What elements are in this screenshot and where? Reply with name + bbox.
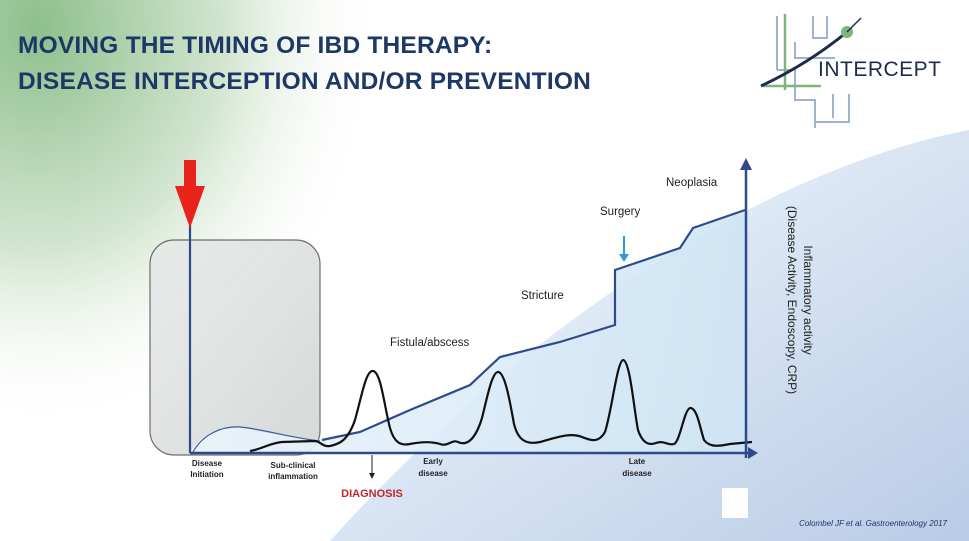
y-axis-arrowhead <box>740 158 752 170</box>
page-title: MOVING THE TIMING OF IBD THERAPY: DISEAS… <box>18 28 591 100</box>
diagnosis-arrow-icon <box>369 455 375 479</box>
label-early-line1: Early <box>423 457 443 466</box>
surgery-arrow-icon <box>619 236 629 262</box>
label-neoplasia: Neoplasia <box>666 177 718 189</box>
label-subclinical-line2: inflammation <box>268 472 318 481</box>
inflammatory-activity-curve <box>249 358 753 453</box>
interception-window-box <box>149 239 321 456</box>
page-title-line1: MOVING THE TIMING OF IBD THERAPY: <box>18 32 493 59</box>
label-disease-initiation-line2: Initiation <box>190 470 223 479</box>
label-late-line1: Late <box>629 457 646 466</box>
label-subclinical-line1: Sub-clinical <box>271 461 316 470</box>
label-stricture: Stricture <box>521 290 564 302</box>
x-axis-arrowhead <box>748 447 758 459</box>
blank-square <box>722 488 748 518</box>
y-axis-label-line1: Inflammatory activity <box>801 245 815 354</box>
label-surgery: Surgery <box>600 206 641 218</box>
disease-progression-area <box>190 210 745 453</box>
diagnosis-label: DIAGNOSIS <box>341 488 403 500</box>
citation: Colombel JF et al. Gastroenterology 2017 <box>799 519 947 528</box>
label-early-line2: disease <box>418 469 448 478</box>
label-disease-initiation-line1: Disease <box>192 459 223 468</box>
red-down-arrow-icon <box>175 160 205 228</box>
logo-wordmark: INTERCEPT <box>818 58 942 81</box>
y-axis-label-line2: (Disease Activity, Endoscopy, CRP) <box>785 206 799 394</box>
intercept-logo <box>760 14 862 128</box>
page-title-line2: DISEASE INTERCEPTION AND/OR PREVENTION <box>18 68 591 95</box>
disease-progression-line <box>321 208 746 442</box>
label-fistula-abscess: Fistula/abscess <box>390 337 470 349</box>
initial-inflammation-curve <box>192 426 321 453</box>
label-late-line2: disease <box>622 469 652 478</box>
